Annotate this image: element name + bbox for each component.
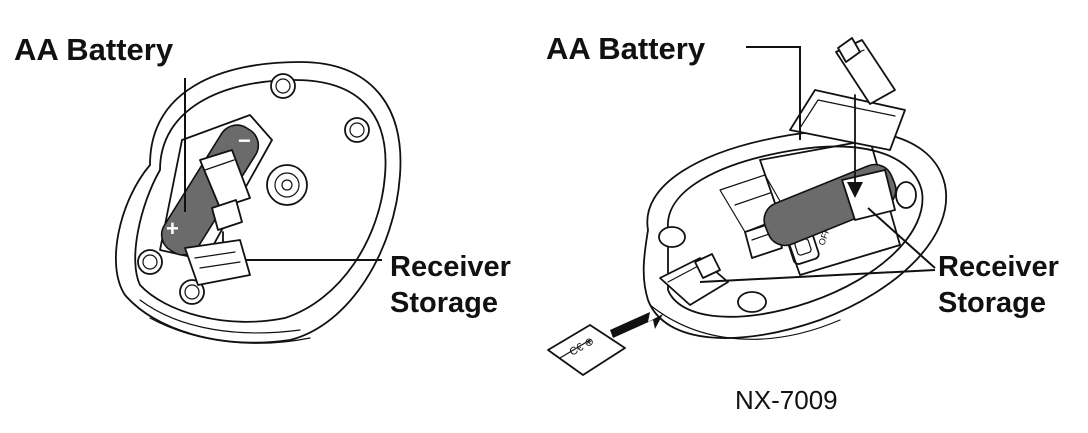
left-receiver-label-line1: Receiver [390, 251, 511, 283]
right-receiver-leader-lower [699, 269, 936, 283]
right-battery-label: AA Battery [546, 31, 706, 66]
left-receiver-dongle [199, 149, 251, 231]
right-battery-leader [746, 46, 801, 140]
right-receiver-label-line2: Storage [938, 287, 1046, 319]
right-receiver-leader-upper [867, 207, 936, 269]
right-receiver-label-line1: Receiver [938, 251, 1059, 283]
right-receiver-dongle-top [835, 37, 896, 105]
right-battery-plus: + [845, 232, 858, 257]
right-mouse-bottom-view: ON OFF − + [642, 89, 948, 340]
left-battery-plus: + [166, 216, 179, 241]
left-receiver-label-line2: Storage [390, 287, 498, 319]
left-mouse-bottom-view: + − [114, 61, 402, 344]
right-battery-minus: − [782, 150, 795, 175]
model-caption: NX-7009 [735, 385, 838, 415]
left-battery-label: AA Battery [14, 32, 174, 67]
left-battery-minus: − [238, 128, 251, 153]
right-receiver-dongle-bottom: C€ ⊕ [547, 324, 626, 376]
